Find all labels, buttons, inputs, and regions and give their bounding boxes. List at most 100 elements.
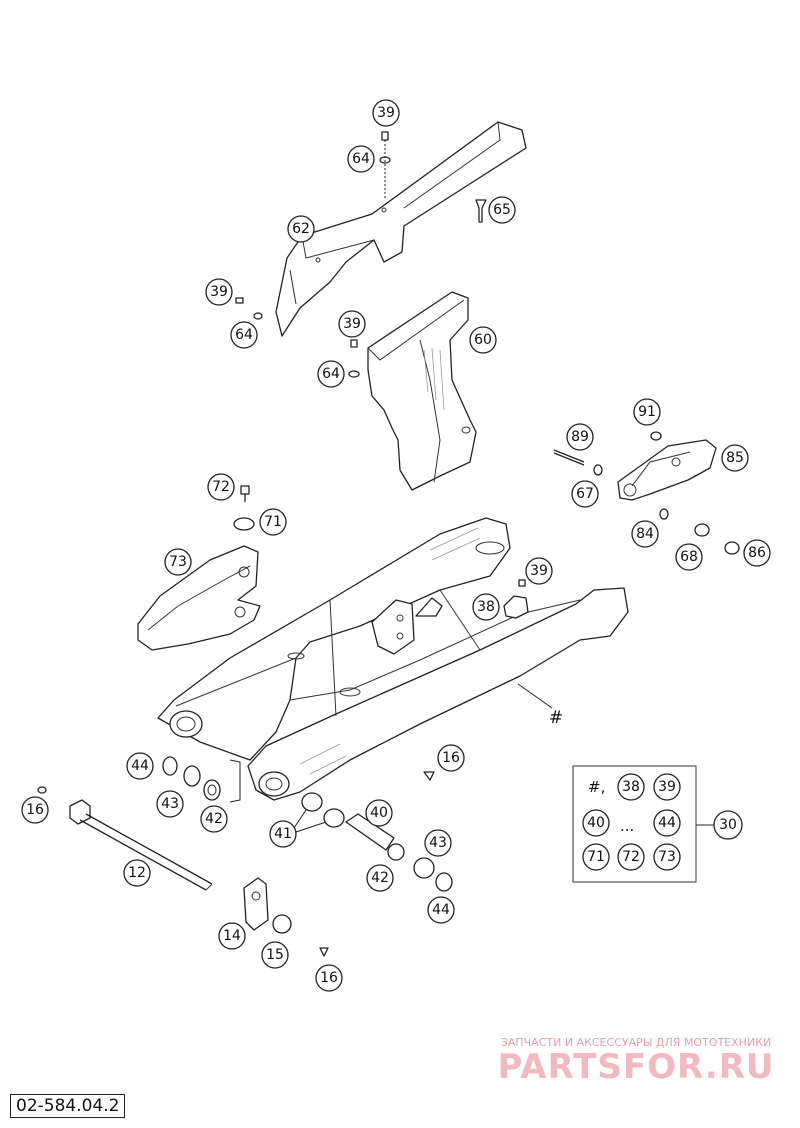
kit-callout-39: 39 [653, 773, 681, 801]
watermark-logo: PARTSFOR.RU [497, 1047, 774, 1087]
callout-44-right: 44 [427, 896, 455, 924]
svg-text:16: 16 [26, 802, 44, 818]
svg-text:84: 84 [636, 526, 654, 542]
callout-64-mid: 64 [317, 360, 345, 388]
callout-60: 60 [469, 326, 497, 354]
callout-16-left: 16 [21, 796, 49, 824]
svg-text:44: 44 [131, 758, 149, 774]
swingarm-hash-label: # [549, 708, 563, 728]
callout-41: 41 [269, 820, 297, 848]
svg-text:38: 38 [477, 599, 495, 615]
kit-callout-38: 38 [617, 773, 645, 801]
callout-67: 67 [571, 480, 599, 508]
svg-text:60: 60 [474, 332, 492, 348]
chain-guard-lower [367, 291, 477, 491]
svg-text:41: 41 [274, 826, 292, 842]
svg-text:15: 15 [266, 947, 284, 963]
pivot-axle [37, 786, 213, 891]
svg-text:86: 86 [748, 545, 766, 561]
callout-40: 40 [365, 799, 393, 827]
svg-text:89: 89 [571, 429, 589, 445]
chain-guard-upper [275, 121, 527, 337]
kit-callout-73: 73 [653, 843, 681, 871]
svg-text:85: 85 [726, 450, 744, 466]
svg-text:39: 39 [343, 316, 361, 332]
callout-16-bottom: 16 [315, 964, 343, 992]
callout-68: 68 [675, 543, 703, 571]
svg-text:71: 71 [587, 849, 605, 865]
svg-text:40: 40 [370, 805, 388, 821]
svg-text:39: 39 [210, 284, 228, 300]
callout-89: 89 [566, 423, 594, 451]
svg-text:39: 39 [530, 563, 548, 579]
callout-39-top: 39 [372, 99, 400, 127]
svg-text:67: 67 [576, 486, 594, 502]
svg-text:39: 39 [377, 105, 395, 121]
svg-text:68: 68 [680, 549, 698, 565]
svg-text:12: 12 [128, 865, 146, 881]
callout-44-left: 44 [126, 752, 154, 780]
callout-73: 73 [164, 548, 192, 576]
callout-64-top: 64 [347, 145, 375, 173]
callout-15: 15 [261, 941, 289, 969]
callout-43-right: 43 [424, 829, 452, 857]
callout-39-left: 39 [205, 278, 233, 306]
callout-43-left: 43 [156, 790, 184, 818]
chain-slider-bracket [553, 431, 740, 555]
kit-callout-71: 71 [582, 843, 610, 871]
chain-slider [137, 545, 261, 651]
watermark-tagline: ЗАПЧАСТИ И АКСЕССУАРЫ ДЛЯ МОТОТЕХНИКИ [501, 1036, 771, 1049]
bolt-washer-top-hardware [235, 131, 487, 378]
svg-text:39: 39 [658, 779, 676, 795]
callout-86: 86 [743, 539, 771, 567]
callout-38: 38 [472, 593, 500, 621]
callout-39-swingarm: 39 [525, 557, 553, 585]
callout-39-mid: 39 [338, 310, 366, 338]
svg-text:30: 30 [719, 817, 737, 833]
svg-text:44: 44 [432, 902, 450, 918]
svg-text:71: 71 [264, 514, 282, 530]
watermark: ЗАПЧАСТИ И АКСЕССУАРЫ ДЛЯ МОТОТЕХНИКИ PA… [497, 1036, 774, 1087]
svg-text:40: 40 [587, 815, 605, 831]
svg-text:91: 91 [638, 404, 656, 420]
kit-callout-30: 30 [713, 810, 743, 840]
callout-91: 91 [633, 398, 661, 426]
kit-callout-40: 40 [582, 809, 610, 837]
svg-text:16: 16 [442, 750, 460, 766]
svg-text:42: 42 [205, 811, 223, 827]
callout-42-left: 42 [200, 805, 228, 833]
callout-42-right: 42 [366, 864, 394, 892]
callout-72: 72 [207, 473, 235, 501]
swingarm [157, 517, 629, 801]
svg-text:72: 72 [212, 479, 230, 495]
svg-text:14: 14 [223, 928, 241, 944]
svg-text:73: 73 [169, 554, 187, 570]
callout-16-right: 16 [437, 744, 465, 772]
kit-hash-sep: #, [588, 778, 605, 796]
svg-text:43: 43 [429, 835, 447, 851]
callout-85: 85 [721, 444, 749, 472]
pivot-plate-and-nut [243, 877, 329, 957]
svg-text:73: 73 [658, 849, 676, 865]
svg-text:72: 72 [622, 849, 640, 865]
pivot-hardware-left [162, 756, 241, 803]
pivot-hardware-right [301, 771, 453, 892]
svg-text:64: 64 [322, 366, 340, 382]
svg-text:16: 16 [320, 970, 338, 986]
callout-71: 71 [259, 508, 287, 536]
svg-text:62: 62 [292, 221, 310, 237]
svg-text:65: 65 [493, 202, 511, 218]
svg-text:42: 42 [371, 870, 389, 886]
callout-65: 65 [488, 196, 516, 224]
callout-14: 14 [218, 922, 246, 950]
kit-box: #, 38 39 40 ... 44 71 72 73 30 [572, 765, 743, 883]
kit-callout-44: 44 [653, 809, 681, 837]
chain-guide-clip [503, 579, 529, 619]
document-id: 02-584.04.2 [10, 1094, 126, 1118]
svg-text:38: 38 [622, 779, 640, 795]
svg-text:64: 64 [352, 151, 370, 167]
svg-text:44: 44 [658, 815, 676, 831]
callout-62: 62 [287, 215, 315, 243]
callout-12: 12 [123, 859, 151, 887]
